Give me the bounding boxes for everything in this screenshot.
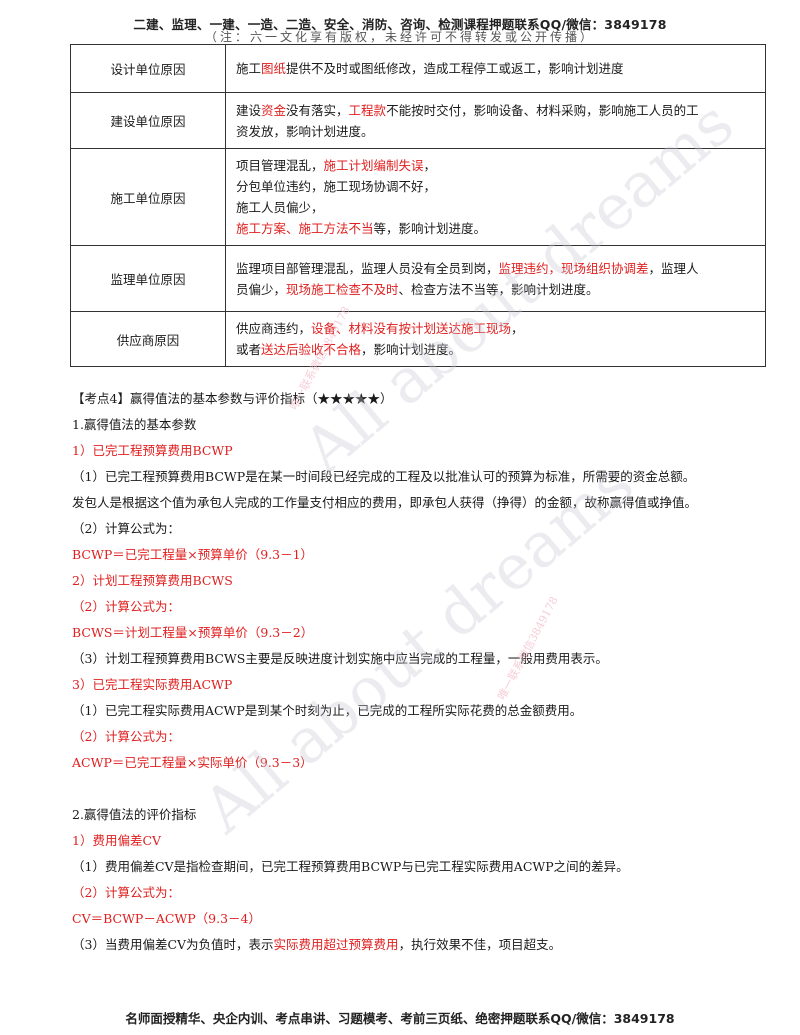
paragraph: 2.赢得值法的评价指标 bbox=[72, 807, 197, 822]
text-segment: 建设 bbox=[236, 102, 262, 118]
paragraph: （3）当费用偏差CV为负值时，表示实际费用超过预算费用，执行效果不佳，项目超支。 bbox=[72, 932, 772, 958]
highlight-line: BCWP＝已完工程量×预算单价（9.3－1） bbox=[72, 547, 314, 562]
cause-category: 供应商原因 bbox=[70, 311, 226, 367]
description-line: 施工图纸提供不及时或图纸修改，造成工程停工或返工，影响计划进度 bbox=[236, 58, 755, 79]
description-line: 资发放，影响计划进度。 bbox=[236, 121, 755, 142]
cause-category: 施工单位原因 bbox=[70, 148, 226, 246]
text-segment: 不能按时交付，影响设备、材料采购，影响施工人员的工 bbox=[386, 102, 699, 118]
highlight-line: 1）费用偏差CV bbox=[72, 833, 162, 848]
cause-category: 设计单位原因 bbox=[70, 44, 226, 93]
paragraph: （1）费用偏差CV是指检查期间，已完工程预算费用BCWP与已完工程实际费用ACW… bbox=[72, 859, 629, 874]
text-segment: 员偏少， bbox=[236, 281, 287, 297]
highlight-line: （2）计算公式为： bbox=[72, 729, 180, 744]
highlight-text: 施工计划编制失误 bbox=[323, 158, 424, 173]
description-line: 施工人员偏少， bbox=[236, 197, 755, 218]
text-segment: ， bbox=[511, 321, 524, 336]
text-segment: 项目管理混乱， bbox=[236, 158, 324, 173]
paragraph: （1）已完工程实际费用ACWP是到某个时刻为止，已完成的工程所实际花费的总金额费… bbox=[72, 703, 583, 718]
text-segment: 分包单位违约，施工现场协调不好， bbox=[236, 179, 437, 194]
table-row: 设计单位原因施工图纸提供不及时或图纸修改，造成工程停工或返工，影响计划进度 bbox=[70, 44, 766, 93]
paragraph: （2）计算公式为： bbox=[72, 521, 180, 536]
text-segment: 供应商违约， bbox=[236, 321, 312, 336]
highlight-line: ACWP＝已完工程量×实际单价（9.3－3） bbox=[72, 755, 313, 770]
text-segment: 施工人员偏少， bbox=[236, 200, 324, 215]
description-line: 监理项目部管理混乱，监理人员没有全员到岗，监理违约，现场组织协调差，监理人 bbox=[236, 258, 755, 279]
highlight-text: 设备、材料没有按计划送达施工现场 bbox=[311, 321, 512, 336]
cause-description: 项目管理混乱，施工计划编制失误， 分包单位违约，施工现场协调不好， 施工人员偏少， 施… bbox=[225, 148, 766, 246]
highlight-text: 施工方案、施工方法不当 bbox=[236, 221, 374, 236]
table-row: 供应商原因供应商违约，设备、材料没有按计划送达施工现场，或者送达后验收不合格，影… bbox=[70, 311, 766, 367]
highlight-line: （2）计算公式为： bbox=[72, 599, 180, 614]
description-line: 建设资金没有落实，工程款不能按时交付，影响设备、材料采购，影响施工人员的工 bbox=[236, 100, 755, 121]
table-row: 建设单位原因建设资金没有落实，工程款不能按时交付，影响设备、材料采购，影响施工人… bbox=[70, 92, 766, 149]
paragraph: （3）计划工程预算费用BCWS主要是反映进度计划实施中应当完成的工程量，一般用费… bbox=[72, 651, 608, 666]
highlight-line: 3）已完工程实际费用ACWP bbox=[72, 677, 233, 692]
text-segment: ，监理人 bbox=[648, 260, 699, 276]
cause-description: 监理项目部管理混乱，监理人员没有全员到岗，监理违约，现场组织协调差，监理人员偏少… bbox=[225, 245, 766, 312]
text-segment: ，影响计划进度。 bbox=[361, 342, 462, 357]
text-segment: 提供不及时或图纸修改，造成工程停工或返工，影响计划进度 bbox=[286, 61, 624, 76]
description-line: 施工方案、施工方法不当等，影响计划进度。 bbox=[236, 218, 755, 239]
highlight-text: 图纸 bbox=[261, 61, 287, 76]
delay-causes-table: 设计单位原因施工图纸提供不及时或图纸修改，造成工程停工或返工，影响计划进度建设单… bbox=[70, 44, 766, 367]
highlight-line: BCWS＝计划工程量×预算单价（9.3－2） bbox=[72, 625, 314, 640]
highlight-line: 2）计划工程预算费用BCWS bbox=[72, 573, 233, 588]
highlight-text: 现场施工检查不及时 bbox=[286, 281, 399, 297]
text-segment: 或者 bbox=[236, 342, 262, 357]
highlight-line: CV＝BCWP－ACWP（9.3－4） bbox=[72, 911, 262, 926]
paragraph: 发包人是根据这个值为承包人完成的工作量支付相应的费用，即承包人获得（挣得）的金额… bbox=[72, 495, 698, 510]
highlight-text: 资金 bbox=[261, 102, 287, 118]
highlight-text: 工程款 bbox=[348, 102, 387, 118]
highlight-line: 1）已完工程预算费用BCWP bbox=[72, 443, 233, 458]
text-segment: 没有落实， bbox=[286, 102, 349, 118]
description-line: 供应商违约，设备、材料没有按计划送达施工现场， bbox=[236, 318, 755, 339]
table-row: 监理单位原因监理项目部管理混乱，监理人员没有全员到岗，监理违约，现场组织协调差，… bbox=[70, 245, 766, 312]
highlight-line: （2）计算公式为： bbox=[72, 885, 180, 900]
highlight-text: 监理违约，现场组织协调差 bbox=[498, 260, 649, 276]
text-segment: 、检查方法不当等，影响计划进度。 bbox=[398, 281, 599, 297]
paragraph: 1.赢得值法的基本参数 bbox=[72, 417, 197, 432]
text-segment: （3）当费用偏差CV为负值时，表示 bbox=[72, 937, 274, 952]
cause-category: 建设单位原因 bbox=[70, 92, 226, 149]
text-segment: 施工 bbox=[236, 61, 262, 76]
blank-line bbox=[72, 776, 772, 802]
text-segment: 等，影响计划进度。 bbox=[373, 221, 487, 236]
paragraph: （1）已完工程预算费用BCWP是在某一时间段已经完成的工程及以批准认可的预算为标… bbox=[72, 469, 696, 484]
table-row: 施工单位原因项目管理混乱，施工计划编制失误， 分包单位违约，施工现场协调不好， 施工… bbox=[70, 148, 766, 246]
paragraph: 【考点4】赢得值法的基本参数与评价指标（★★★★★） bbox=[72, 391, 393, 406]
text-segment: 监理项目部管理混乱，监理人员没有全员到岗， bbox=[236, 260, 499, 276]
page-header: 二建、监理、一建、一造、二造、安全、消防、咨询、检测课程押题联系QQ/微信：38… bbox=[133, 17, 667, 32]
main-content: 【考点4】赢得值法的基本参数与评价指标（★★★★★） 1.赢得值法的基本参数 1）已… bbox=[72, 386, 772, 958]
description-line: 员偏少，现场施工检查不及时、检查方法不当等，影响计划进度。 bbox=[236, 279, 755, 300]
cause-description: 供应商违约，设备、材料没有按计划送达施工现场，或者送达后验收不合格，影响计划进度… bbox=[225, 311, 766, 367]
description-line: 项目管理混乱，施工计划编制失误， bbox=[236, 155, 755, 176]
description-line: 或者送达后验收不合格，影响计划进度。 bbox=[236, 339, 755, 360]
text-segment: ， bbox=[423, 158, 437, 173]
cause-description: 施工图纸提供不及时或图纸修改，造成工程停工或返工，影响计划进度 bbox=[225, 44, 766, 93]
page-footer: 名师面授精华、央企内训、考点串讲、习题模考、考前三页纸、绝密押题联系QQ/微信：… bbox=[125, 1011, 675, 1026]
text-segment: ，执行效果不佳，项目超支。 bbox=[398, 937, 562, 952]
copyright-notice: （注：六一文化享有版权，未经许可不得转发或公开传播） bbox=[204, 30, 595, 44]
cause-description: 建设资金没有落实，工程款不能按时交付，影响设备、材料采购，影响施工人员的工资发放… bbox=[225, 92, 766, 149]
cause-category: 监理单位原因 bbox=[70, 245, 226, 312]
highlight-text: 实际费用超过预算费用 bbox=[273, 937, 399, 952]
highlight-text: 送达后验收不合格 bbox=[261, 342, 362, 357]
text-segment: 资发放，影响计划进度。 bbox=[236, 123, 374, 139]
description-line: 分包单位违约，施工现场协调不好， bbox=[236, 176, 755, 197]
